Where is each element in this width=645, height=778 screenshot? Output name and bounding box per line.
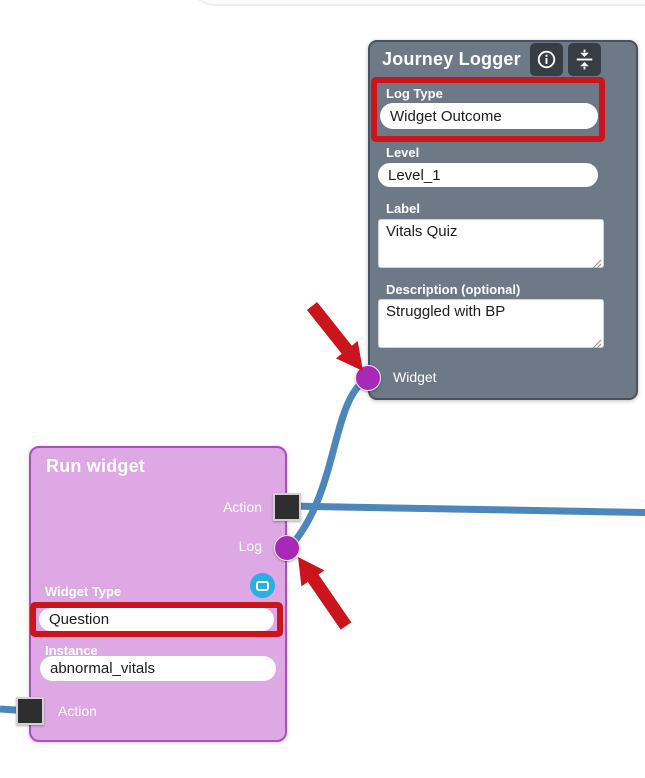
info-icon	[536, 49, 557, 70]
description-textarea-wrap: Struggled with BP	[378, 299, 604, 349]
edge-action-out[interactable]	[287, 502, 645, 516]
description-textarea[interactable]: Struggled with BP	[378, 299, 604, 348]
log-type-label: Log Type	[386, 86, 443, 101]
display-icon	[256, 580, 269, 591]
info-button[interactable]	[530, 43, 563, 76]
description-label: Description (optional)	[386, 282, 521, 297]
log-output-port[interactable]	[274, 535, 300, 561]
instance-input[interactable]	[40, 656, 276, 681]
offscreen-node-edge	[186, 0, 645, 6]
level-label: Level	[386, 145, 420, 160]
edge-log-to-widget[interactable]	[285, 374, 372, 552]
run-widget-title: Run widget	[46, 456, 145, 476]
label-textarea[interactable]: Vitals Quiz	[378, 219, 604, 268]
label-label: Label	[386, 201, 420, 216]
widget-type-input[interactable]	[39, 608, 274, 631]
widget-port-label: Widget	[393, 369, 437, 385]
log-type-highlight-box: Log Type	[371, 77, 605, 142]
log-port-label: Log	[238, 538, 262, 554]
display-preview-button[interactable]	[250, 573, 275, 598]
widget-input-port[interactable]	[355, 365, 381, 391]
annotation-arrow-to-widget-port	[306, 301, 363, 371]
widget-type-label: Widget Type	[45, 584, 122, 599]
journey-logger-node[interactable]: Journey Logger	[368, 40, 638, 400]
annotation-arrow-to-log-port	[298, 557, 352, 630]
log-type-input[interactable]	[380, 103, 598, 129]
instance-label: Instance	[45, 643, 98, 658]
run-widget-node[interactable]: Run widget Action Log Widget Type Instan…	[29, 446, 287, 742]
level-input[interactable]	[378, 163, 598, 187]
action-in-port-label: Action	[58, 703, 97, 719]
journey-logger-title: Journey Logger	[382, 49, 521, 69]
action-output-port[interactable]	[273, 493, 301, 521]
collapse-icon	[574, 49, 595, 70]
action-input-port[interactable]	[16, 697, 44, 725]
collapse-button[interactable]	[568, 43, 601, 76]
action-out-port-label: Action	[223, 499, 262, 515]
widget-type-highlight-box	[30, 602, 283, 637]
label-textarea-wrap: Vitals Quiz	[378, 219, 604, 269]
